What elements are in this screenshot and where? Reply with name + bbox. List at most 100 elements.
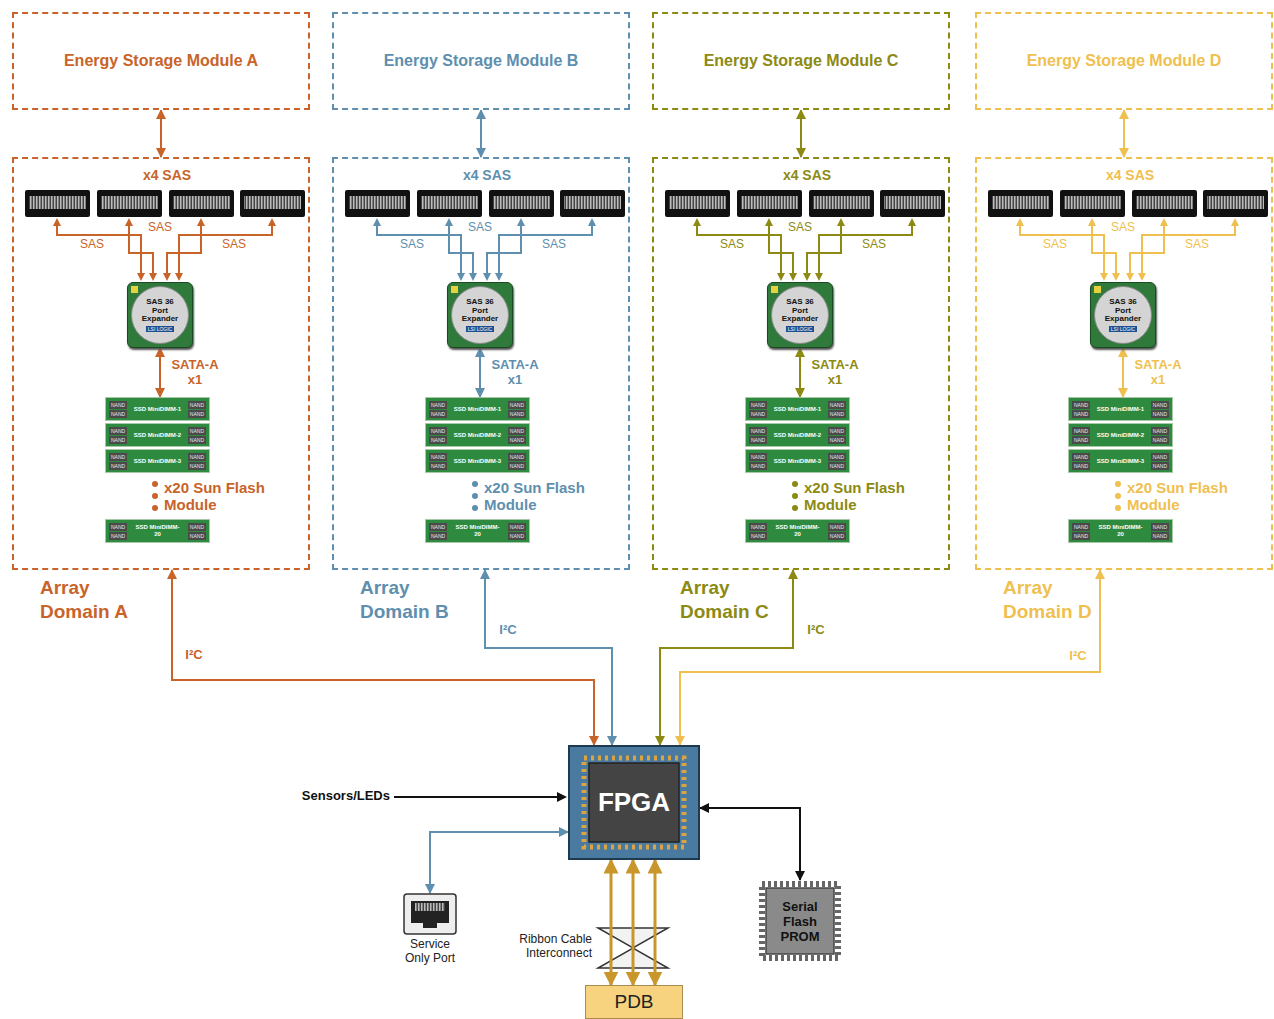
bus-label: x4 SAS <box>112 167 222 183</box>
nand-chip: NAND <box>508 532 526 540</box>
chip-column: NANDNAND <box>109 427 127 444</box>
chip-text: SAS 36 Port Expander <box>778 298 822 324</box>
sas-ports <box>665 190 945 511</box>
module-title: Energy Storage Module A <box>64 52 258 70</box>
bus-label: x4 SAS <box>1075 167 1185 183</box>
module-box: Energy Storage Module A <box>12 12 310 110</box>
chip-column: NANDNAND <box>188 523 206 540</box>
chip-logo: LSI LOGIC <box>1109 326 1137 332</box>
ssd-module: NANDNANDSSD MiniDIMM-2NANDNAND <box>105 423 210 447</box>
ssd-module: NANDNANDSSD MiniDIMM-3NANDNAND <box>425 449 530 473</box>
connector-line <box>430 832 568 893</box>
nand-chip: NAND <box>1072 410 1090 418</box>
count-label: x20 Sun Flash Module <box>484 479 619 513</box>
connector <box>1124 110 1125 157</box>
link-label: SAS <box>782 219 818 235</box>
chip-column: NANDNAND <box>508 523 526 540</box>
nand-chip: NAND <box>749 532 767 540</box>
chip-column: NANDNAND <box>1072 427 1090 444</box>
link-label: SAS <box>714 236 750 252</box>
module-name: SSD MiniDIMM-20 <box>774 524 822 538</box>
chip-column: NANDNAND <box>1072 523 1090 540</box>
service-port: Service Only Port <box>392 893 468 975</box>
nand-chip: NAND <box>1072 427 1090 435</box>
nand-chip: NAND <box>828 532 846 540</box>
link-label: SAS <box>74 236 110 252</box>
connector-line <box>1122 348 1124 397</box>
module-title: Energy Storage Module C <box>704 52 899 70</box>
nand-chip: NAND <box>1072 436 1090 444</box>
nand-chip: NAND <box>429 462 447 470</box>
chip-column: NANDNAND <box>188 401 206 418</box>
ssd-module: NANDNANDSSD MiniDIMM-20NANDNAND <box>745 519 850 543</box>
prom-pins <box>762 884 838 958</box>
connector-line <box>610 860 613 985</box>
fpga-die <box>589 763 679 842</box>
module-name: SSD MiniDIMM-2 <box>454 432 502 439</box>
module-label: SSD MiniDIMM-2 <box>774 432 822 439</box>
module-label: SSD MiniDIMM-1 <box>1097 406 1145 413</box>
module-name: SSD MiniDIMM-2 <box>774 432 822 439</box>
expander-chip: SAS 36 Port ExpanderLSI LOGIC <box>447 282 513 348</box>
pin1-mark <box>451 286 458 293</box>
pin1-mark <box>771 286 778 293</box>
nand-chip: NAND <box>188 532 206 540</box>
module-label: SSD MiniDIMM-3 <box>134 458 182 465</box>
chip-column: NANDNAND <box>188 427 206 444</box>
nand-chip: NAND <box>828 427 846 435</box>
edge-label: SATA-A x1 <box>1131 357 1185 387</box>
chip-column: NANDNAND <box>828 427 846 444</box>
fpga-pins <box>584 758 684 847</box>
module-label: SSD MiniDIMM-2 <box>454 432 502 439</box>
nand-chip: NAND <box>828 453 846 461</box>
nand-chip: NAND <box>1072 462 1090 470</box>
chip-column: NANDNAND <box>109 453 127 470</box>
nand-chip: NAND <box>109 410 127 418</box>
connector-line <box>160 110 162 157</box>
nand-chip: NAND <box>109 453 127 461</box>
link-label: SAS <box>142 219 178 235</box>
link-label: SAS <box>1179 236 1215 252</box>
connector <box>1123 348 1124 397</box>
count-label: x20 Sun Flash Module <box>804 479 939 513</box>
nand-chip: NAND <box>1151 532 1169 540</box>
nand-chip: NAND <box>429 436 447 444</box>
connector <box>800 348 801 397</box>
pin1-mark <box>1094 286 1101 293</box>
connector <box>430 832 568 893</box>
chip-die: SAS 36 Port ExpanderLSI LOGIC <box>771 286 829 344</box>
module-label: SSD MiniDIMM-1 <box>774 406 822 413</box>
nand-chip: NAND <box>1151 436 1169 444</box>
ssd-module: NANDNANDSSD MiniDIMM-20NANDNAND <box>1068 519 1173 543</box>
module-box: Energy Storage Module B <box>332 12 630 110</box>
expander-chip: SAS 36 Port ExpanderLSI LOGIC <box>767 282 833 348</box>
chip-die: SAS 36 Port ExpanderLSI LOGIC <box>131 286 189 344</box>
module-label: SSD MiniDIMM-20 <box>454 524 502 538</box>
ssd-module: NANDNANDSSD MiniDIMM-3NANDNAND <box>1068 449 1173 473</box>
nand-chip: NAND <box>188 410 206 418</box>
chip-column: NANDNAND <box>828 401 846 418</box>
nand-chip: NAND <box>1151 453 1169 461</box>
module-name: SSD MiniDIMM-2 <box>1097 432 1145 439</box>
nand-chip: NAND <box>429 401 447 409</box>
module-name: SSD MiniDIMM-1 <box>454 406 502 413</box>
module-name: SSD MiniDIMM-3 <box>134 458 182 465</box>
nand-chip: NAND <box>749 427 767 435</box>
nand-chip: NAND <box>508 523 526 531</box>
module-name: SSD MiniDIMM-20 <box>134 524 182 538</box>
module-label: SSD MiniDIMM-1 <box>454 406 502 413</box>
module-name: SSD MiniDIMM-1 <box>1097 406 1145 413</box>
edge-label: I²C <box>180 647 208 662</box>
nand-chip: NAND <box>429 453 447 461</box>
ssd-module: NANDNANDSSD MiniDIMM-1NANDNAND <box>1068 397 1173 421</box>
expander-chip: SAS 36 Port ExpanderLSI LOGIC <box>127 282 193 348</box>
connector-line <box>159 348 161 397</box>
connector <box>485 570 612 745</box>
connector <box>161 110 162 157</box>
chip-die: SAS 36 Port ExpanderLSI LOGIC <box>1094 286 1152 344</box>
module-name: SSD MiniDIMM-3 <box>454 458 502 465</box>
link-label: SAS <box>856 236 892 252</box>
link-label: SAS <box>462 219 498 235</box>
connector-line <box>172 570 594 745</box>
nand-chip: NAND <box>508 453 526 461</box>
